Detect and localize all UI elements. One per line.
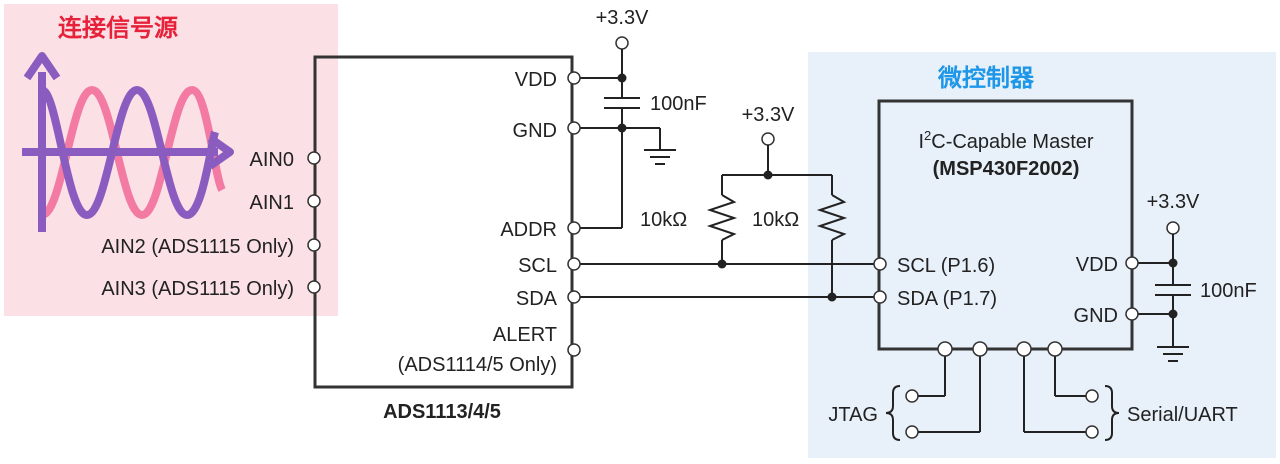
uart-label: Serial/UART [1127, 404, 1238, 426]
junction-dot [717, 259, 727, 269]
mcu-pin-terminals [873, 256, 1139, 321]
adc-pin-scl: SCL [518, 255, 557, 277]
adc-pin-gnd: GND [513, 120, 557, 142]
adc-pin-ain0: AIN0 [250, 149, 294, 171]
mcu-chip [877, 99, 1134, 351]
junction-dot [827, 292, 837, 302]
waveform-icon [22, 52, 234, 232]
adc-pin-vdd: VDD [515, 69, 557, 91]
adc-pin-ain2: AIN2 (ADS1115 Only) [101, 236, 294, 258]
adc-pin-alert-note: (ADS1114/5 Only) [398, 354, 557, 376]
port-wiring [885, 356, 1120, 441]
mcu-pin-vdd: VDD [1076, 254, 1118, 276]
mcu-pin-sda: SDA (P1.7) [897, 288, 997, 310]
microcontroller-title: 微控制器 [937, 64, 1035, 92]
microcontroller-panel [808, 52, 1276, 458]
signal-source-title: 连接信号源 [58, 14, 178, 42]
junction-dot [1168, 258, 1178, 268]
supply-terminal-adc [615, 36, 629, 50]
mcu-part-number: (MSP430F2002) [933, 158, 1080, 180]
port-terminals [905, 341, 1099, 439]
adc-pin-sda: SDA [516, 288, 558, 310]
capacitor-label-mcu: 100nF [1200, 280, 1257, 302]
adc-pin-ain3: AIN3 (ADS1115 Only) [101, 278, 294, 300]
adc-chip-name: ADS1113/4/5 [383, 401, 501, 423]
junction-dot [1168, 309, 1178, 319]
supply-label-pullup: +3.3V [742, 104, 795, 126]
junction-dot [763, 170, 773, 180]
capacitor-label-adc: 100nF [650, 93, 707, 115]
junction-dot [617, 123, 627, 133]
supply-terminal-mcu [1166, 221, 1180, 235]
adc-power-wiring [580, 49, 676, 229]
pullup-sda-label: 10kΩ [752, 209, 799, 231]
signal-source-panel [4, 4, 338, 316]
adc-pin-alert: ALERT [493, 324, 557, 346]
adc-pin-addr: ADDR [500, 219, 557, 241]
supply-label-adc: +3.3V [596, 7, 649, 29]
supply-label-mcu: +3.3V [1147, 191, 1200, 213]
pullup-scl-label: 10kΩ [640, 209, 687, 231]
mcu-pin-scl: SCL (P1.6) [897, 255, 995, 277]
adc-pin-terminals [307, 71, 581, 357]
junction-dot [617, 73, 627, 83]
adc-pin-ain1: AIN1 [250, 192, 294, 214]
supply-terminal-pullup [761, 132, 775, 146]
mcu-pin-gnd: GND [1074, 305, 1118, 327]
mcu-description: I2C-Capable Master [918, 128, 1093, 153]
jtag-label: JTAG [828, 404, 878, 426]
